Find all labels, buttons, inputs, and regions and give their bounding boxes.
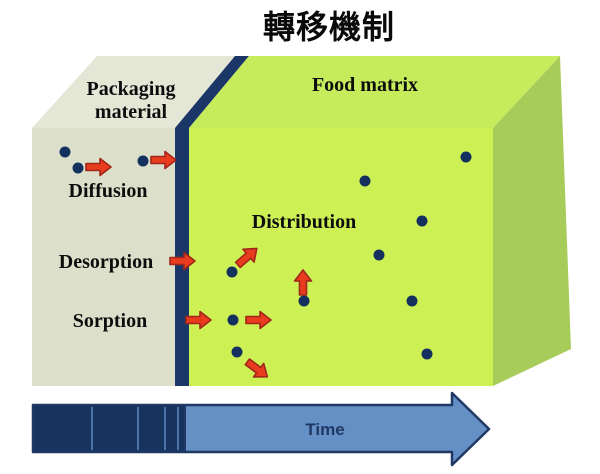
time-label: Time: [305, 420, 344, 439]
particle-dot: [460, 151, 472, 163]
food-matrix-label: Food matrix: [312, 74, 418, 96]
migration-arrow-icon: [234, 247, 258, 269]
particle-dot: [227, 314, 239, 326]
migration-arrow-icon: [245, 310, 272, 330]
migration-arrow-icon: [150, 150, 177, 170]
migration-arrow-icon: [85, 157, 112, 177]
particle-dot: [359, 175, 371, 187]
particle-dot: [416, 215, 428, 227]
sorption-label: Sorption: [73, 310, 147, 332]
particle-dot: [298, 295, 310, 307]
arrows-layer: [85, 150, 313, 378]
particle-dot: [231, 346, 243, 358]
time-arrow-dark-segment: [32, 404, 186, 453]
migration-arrow-icon: [293, 269, 313, 296]
packaging-label-line1: Packaging: [87, 78, 176, 100]
particle-dot: [59, 146, 71, 158]
food-front-face: [189, 128, 493, 386]
particle-dot: [137, 155, 149, 167]
distribution-label: Distribution: [252, 211, 356, 233]
migration-arrow-icon: [244, 358, 269, 378]
packaging-top-face: [32, 56, 235, 128]
migration-arrow-icon: [185, 310, 212, 330]
particle-dot: [72, 162, 84, 174]
time-segment-lines: [91, 407, 179, 450]
desorption-label: Desorption: [59, 251, 153, 273]
dots-layer: [59, 146, 472, 360]
migration-arrow-icon: [169, 251, 196, 271]
particle-dot: [421, 348, 433, 360]
food-side-face: [493, 56, 571, 386]
divider-top-face: [175, 56, 249, 128]
page-title: 轉移機制: [262, 8, 396, 46]
particle-dot: [373, 249, 385, 261]
particle-dot: [226, 266, 238, 278]
particle-dot: [406, 295, 418, 307]
diffusion-label: Diffusion: [69, 180, 148, 202]
food-top-face: [189, 56, 560, 128]
packaging-label-line2: material: [95, 101, 168, 123]
